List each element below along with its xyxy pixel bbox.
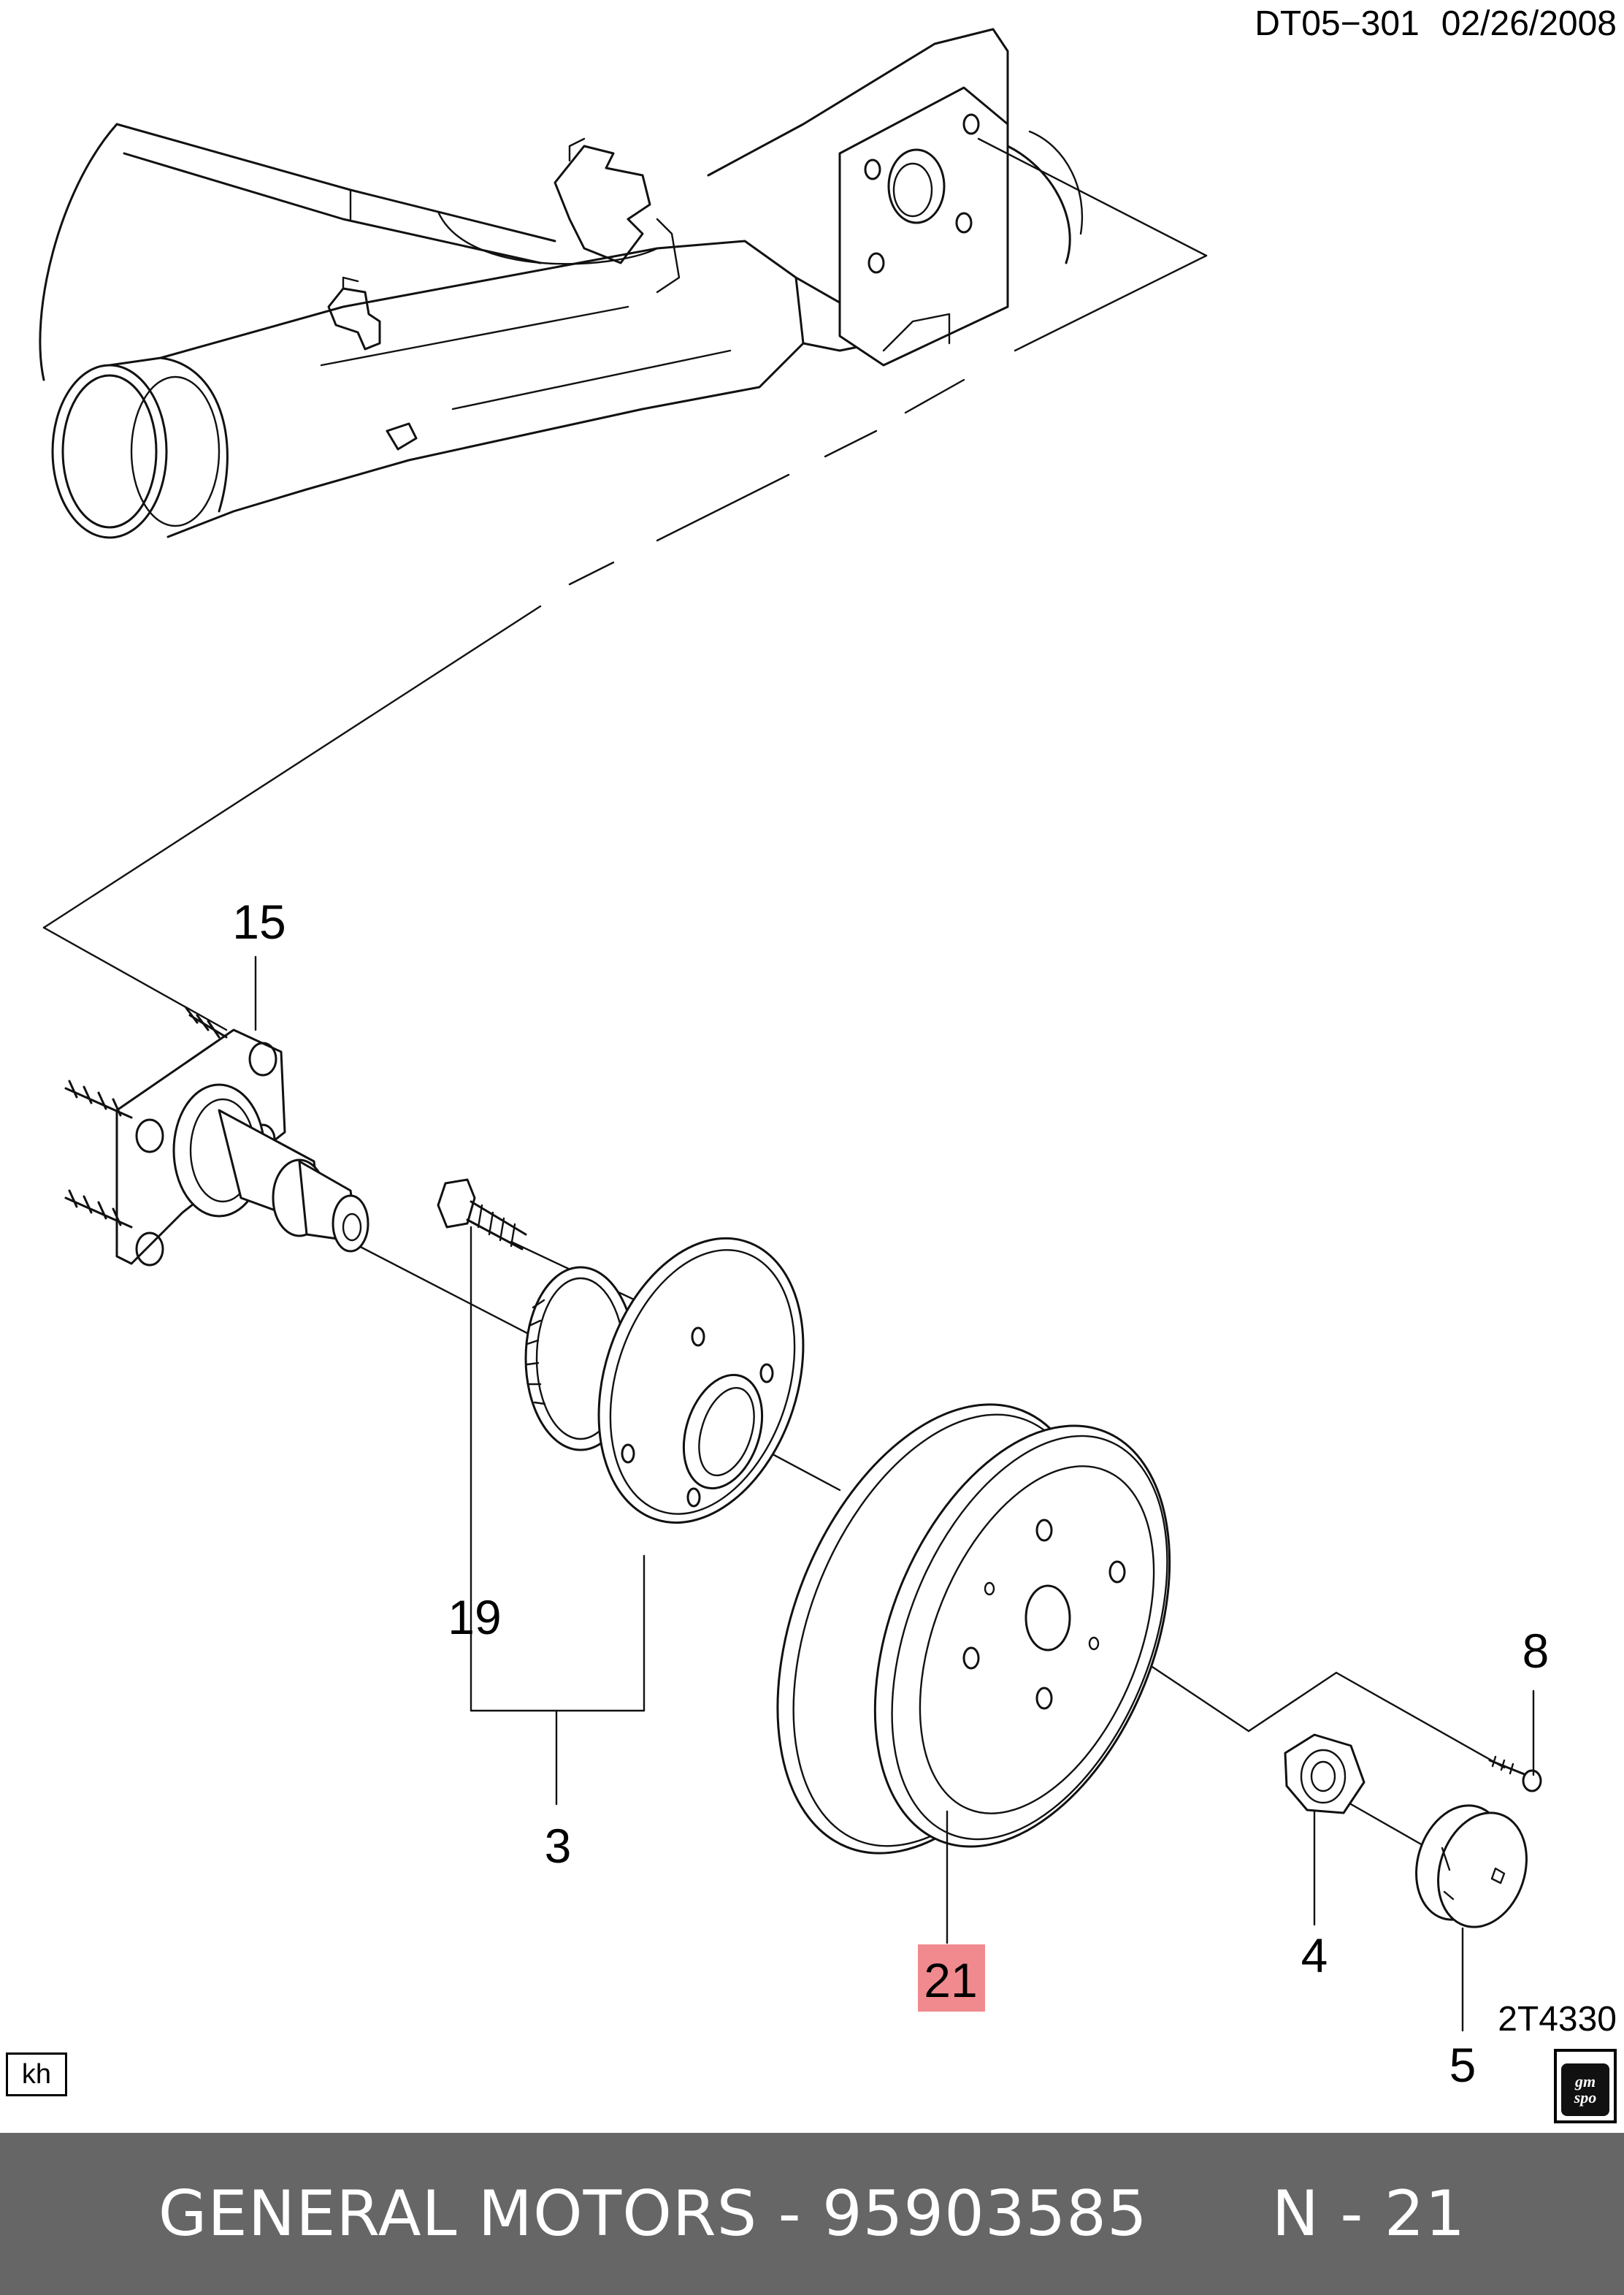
- hub-assembly: [524, 1237, 805, 1524]
- diagram-code: DT05−301: [1255, 4, 1420, 43]
- callout-8: 8: [1522, 1624, 1550, 1678]
- cap-screw: [1488, 1755, 1542, 1792]
- wheel-studs: [64, 1007, 228, 1229]
- footer-ref: N - 21: [1271, 2177, 1466, 2250]
- callout-21-highlight: [918, 1944, 985, 2012]
- figure-code: 2T4330: [1498, 2000, 1617, 2039]
- axle-nut: [1284, 1733, 1366, 1814]
- hub-bolt: [437, 1178, 527, 1250]
- footer-bar: GENERAL MOTORS - 95903585 N - 21: [0, 2133, 1624, 2295]
- callout-19: 19: [448, 1590, 501, 1644]
- diagram-date: 02/26/2008: [1441, 4, 1617, 43]
- footer-text: GENERAL MOTORS - 95903585 N - 21: [158, 2177, 1466, 2250]
- footer-gap: [1148, 2177, 1272, 2250]
- callout-leaders: [254, 955, 1535, 2032]
- footer-brand: GENERAL MOTORS: [158, 2177, 758, 2250]
- footer-part-number: 95903585: [821, 2177, 1148, 2250]
- gm-spo-logo: gm spo: [1554, 2049, 1617, 2123]
- callout-21: 21: [924, 1953, 977, 2007]
- brake-drum: [776, 1403, 1171, 1855]
- logo-line-1: gm: [1574, 2072, 1596, 2090]
- logo-line-2: spo: [1574, 2088, 1597, 2107]
- dust-cap: [1415, 1804, 1528, 1928]
- diagram-header: DT05−301 02/26/2008: [1255, 4, 1617, 43]
- callout-5: 5: [1449, 2038, 1476, 2092]
- exploded-parts-diagram: DT05−301 02/26/2008: [39, 4, 1617, 2092]
- footer-separator: -: [757, 2177, 822, 2250]
- corner-tag: kh: [6, 2052, 67, 2096]
- callout-15: 15: [232, 895, 286, 949]
- callout-3: 3: [545, 1819, 572, 1873]
- rear-axle-beam: [39, 28, 1084, 539]
- leader-lines: [42, 137, 1506, 1864]
- callout-4: 4: [1301, 1928, 1328, 1982]
- spindle-flange: [64, 1007, 369, 1267]
